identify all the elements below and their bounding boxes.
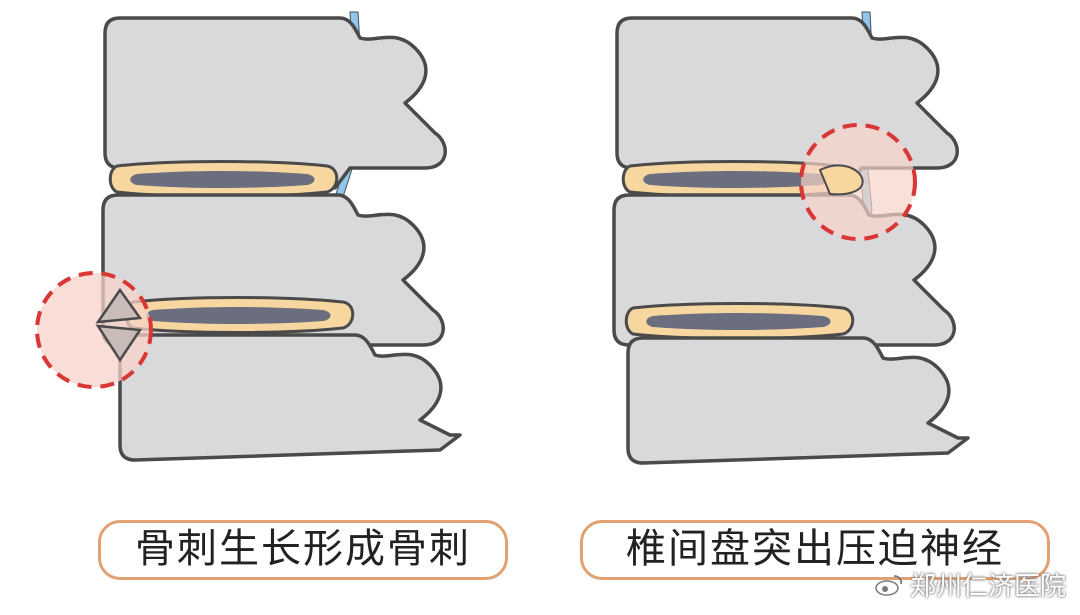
bone-spur-highlight — [35, 271, 153, 389]
herniated-disc — [818, 164, 864, 196]
caption-bone-spur-text: 骨刺生长形成骨刺 — [135, 526, 471, 572]
vertebra-bottom — [118, 333, 462, 462]
caption-disc-herniation: 椎间盘突出压迫神经 — [580, 520, 1050, 580]
vertebra-bottom-right — [626, 336, 970, 465]
intervertebral-disc-lower-right — [624, 302, 855, 340]
watermark-text: 郑州仁济医院 — [909, 572, 1066, 602]
watermark: 郑州仁济医院 — [874, 566, 1066, 603]
caption-disc-herniation-text: 椎间盘突出压迫神经 — [626, 526, 1004, 572]
bone-spur — [95, 287, 143, 363]
intervertebral-disc-upper — [108, 160, 339, 198]
disc-herniation-highlight — [799, 123, 917, 241]
intervertebral-disc-lower — [124, 296, 355, 334]
right-spine-illustration — [612, 11, 970, 465]
left-spine-illustration — [35, 11, 462, 462]
weibo-logo-icon — [875, 574, 903, 596]
caption-bone-spur: 骨刺生长形成骨刺 — [98, 520, 508, 580]
